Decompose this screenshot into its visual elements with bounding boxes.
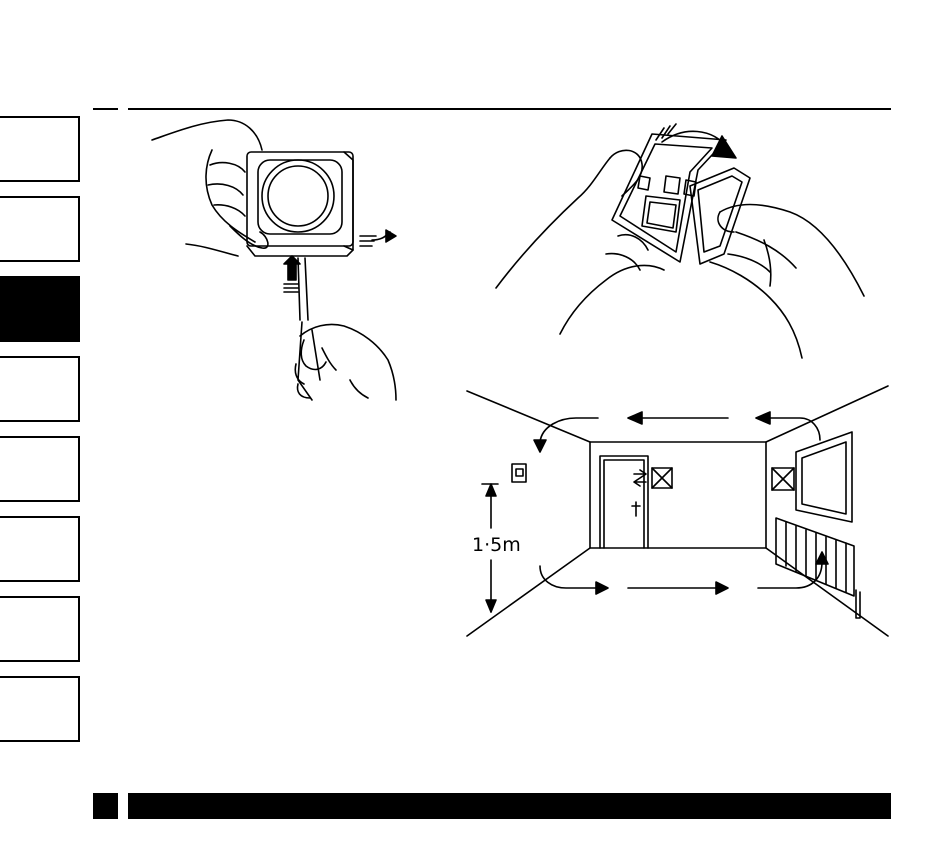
illustration-room-placement <box>467 386 888 636</box>
illustration-opening-device <box>496 124 864 358</box>
illustration-screwdriver-release <box>152 120 396 400</box>
height-label: 1·5m <box>472 534 521 556</box>
